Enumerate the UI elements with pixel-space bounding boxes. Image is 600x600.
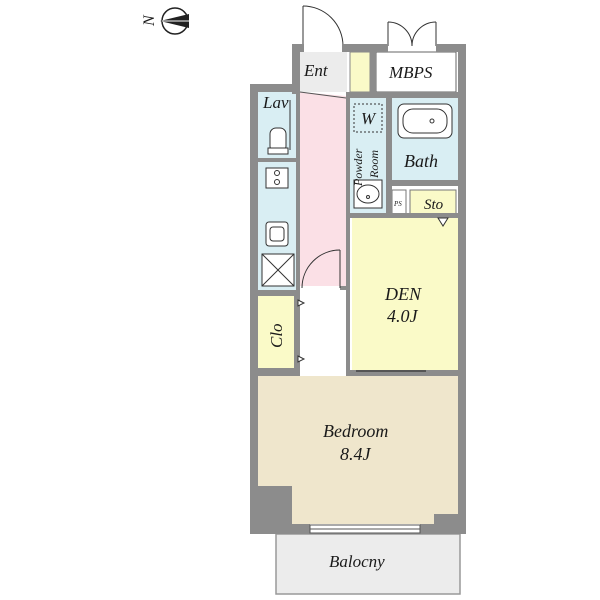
stove-icon — [265, 167, 289, 189]
bedroom-name-label: Bedroom — [323, 421, 388, 441]
mbps-area — [375, 51, 457, 93]
kitchen-sink-icon — [265, 221, 289, 247]
toilet-icon — [267, 127, 289, 155]
compass: N — [141, 7, 189, 35]
north-label: N — [141, 14, 158, 27]
fixtures — [261, 100, 453, 363]
den-area — [352, 218, 458, 370]
storage-area — [409, 189, 457, 215]
closet-area — [258, 296, 294, 368]
storage-label: Sto — [424, 197, 444, 213]
entrance-step — [349, 51, 371, 93]
entry-step-line — [299, 91, 347, 99]
entrance-label: Ent — [303, 61, 329, 80]
mbps-label: MBPS — [388, 63, 433, 82]
hall-door-swing — [300, 249, 341, 290]
refrigerator-icon — [261, 253, 295, 287]
entrance-door-swing — [302, 5, 344, 47]
closet-label: Clo — [267, 323, 286, 348]
pipe-space-label: PS — [393, 200, 402, 208]
bedroom-size-label: 8.4J — [340, 444, 372, 464]
lavatory-label: Lav — [262, 93, 289, 112]
den-size-label: 4.0J — [387, 306, 419, 326]
den-name-label: DEN — [384, 284, 422, 304]
corridor-area — [300, 92, 346, 290]
bath-label: Bath — [404, 151, 438, 171]
washer-pan-icon — [353, 103, 383, 133]
entrance-area — [300, 52, 347, 92]
bathtub-icon — [397, 103, 453, 139]
wash-basin-icon — [353, 179, 383, 209]
window-lines — [309, 370, 426, 534]
mbps-door-swing — [387, 21, 437, 47]
balcony-label: Balocny — [329, 552, 385, 571]
powder-room-label-1: Powder — [351, 148, 365, 187]
bedroom-area — [258, 376, 458, 524]
balcony-area — [275, 533, 461, 595]
powder-room-label-2: Room — [367, 150, 381, 179]
walls — [250, 44, 466, 534]
room-labels: Ent MBPS Lav W Powder Room Bath PS Sto D… — [262, 61, 444, 571]
washer-label: W — [361, 109, 377, 128]
